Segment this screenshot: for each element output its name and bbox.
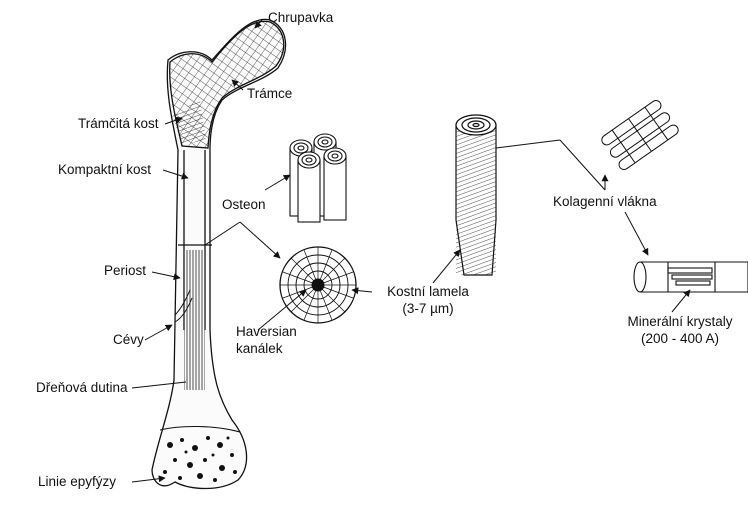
label-chrupavka: Chrupavka: [268, 10, 333, 26]
label-periost: Periost: [104, 263, 146, 279]
osteon-cross-section-drawing: [280, 247, 356, 323]
label-tramce: Trámce: [247, 86, 292, 102]
label-haversian-line1: Haversian: [236, 324, 297, 340]
label-mineralni-krystaly-line2: (200 - 400 A): [617, 331, 743, 347]
lamella-cylinder-drawing: [456, 115, 496, 275]
label-kolagenni-vlakna: Kolagenní vlákna: [553, 194, 657, 210]
label-kostni-lamela-line1: Kostní lamela: [378, 284, 478, 300]
osteon-cylinder-3: [298, 152, 320, 222]
label-mineralni-krystaly-line1: Minerální krystaly: [617, 314, 743, 330]
medullary-cavity: [184, 250, 205, 390]
label-kompaktni-kost: Kompaktní kost: [58, 162, 151, 178]
osteon-cylinders-drawing: [290, 134, 346, 222]
label-drenova-dutina: Dřeňová dutina: [36, 380, 128, 396]
collagen-fibres-drawing: [600, 99, 680, 172]
osteon-cylinder-4: [324, 148, 346, 220]
label-osteon: Osteon: [222, 197, 266, 213]
mineral-crystal-fibre-drawing: [634, 262, 748, 292]
label-linie-epyfyzy: Linie epyfýzy: [38, 474, 116, 490]
label-haversian-line2: kanálek: [236, 341, 283, 357]
label-tramcita-kost: Trámčitá kost: [78, 116, 159, 132]
label-cevy: Cévy: [113, 332, 144, 348]
label-kostni-lamela-line2: (3-7 µm): [378, 301, 478, 317]
